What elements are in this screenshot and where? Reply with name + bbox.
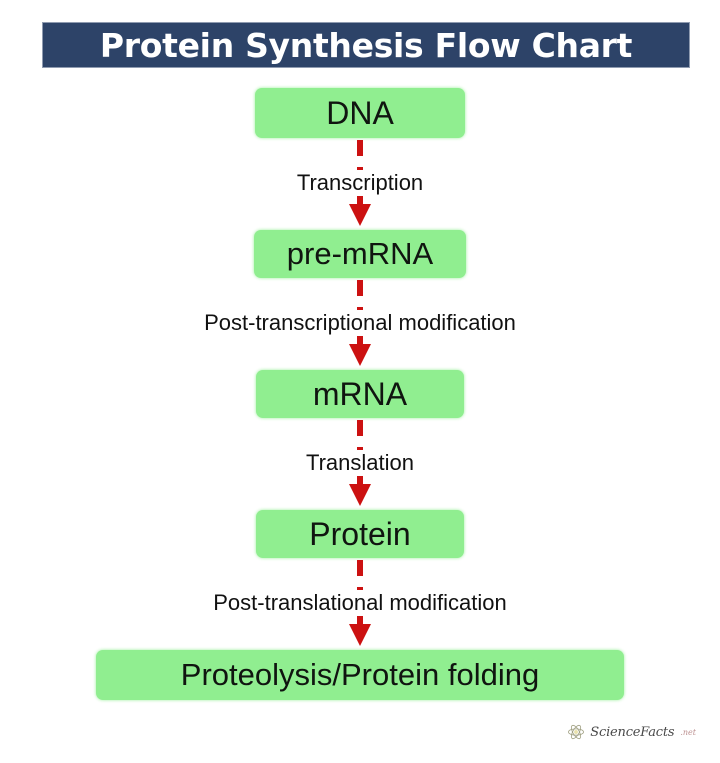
atom-icon: [568, 724, 585, 740]
edge-label-translation: Translation: [0, 450, 720, 476]
flow-node-pre-mrna[interactable]: pre-mRNA: [254, 230, 466, 278]
flow-node-dna[interactable]: DNA: [255, 88, 465, 138]
node-row-mrna: mRNA: [0, 370, 720, 418]
watermark: ScienceFacts .net: [567, 723, 696, 741]
watermark-tld: .net: [680, 727, 696, 737]
edge-label-post-translational: Post-translational modification: [0, 590, 720, 616]
node-row-dna: DNA: [0, 88, 720, 138]
connector-translation: Translation: [0, 418, 720, 510]
flow-node-proteolysis[interactable]: Proteolysis/Protein folding: [96, 650, 624, 700]
connector-post-transcriptional: Post-transcriptional modification: [0, 278, 720, 370]
flow-node-mrna[interactable]: mRNA: [256, 370, 464, 418]
flow-node-protein[interactable]: Protein: [256, 510, 464, 558]
connector-transcription: Transcription: [0, 138, 720, 230]
flow-diagram: DNA Transcription pre-mRNA Post-transcri…: [0, 88, 720, 700]
node-row-proteolysis: Proteolysis/Protein folding: [0, 650, 720, 700]
connector-post-translational: Post-translational modification: [0, 558, 720, 650]
edge-label-transcription: Transcription: [0, 170, 720, 196]
node-row-pre-mrna: pre-mRNA: [0, 230, 720, 278]
page-title-bar: Protein Synthesis Flow Chart: [42, 22, 690, 68]
node-row-protein: Protein: [0, 510, 720, 558]
page-title: Protein Synthesis Flow Chart: [99, 25, 633, 65]
edge-label-post-transcriptional: Post-transcriptional modification: [0, 310, 720, 336]
watermark-name: ScienceFacts: [590, 724, 675, 740]
